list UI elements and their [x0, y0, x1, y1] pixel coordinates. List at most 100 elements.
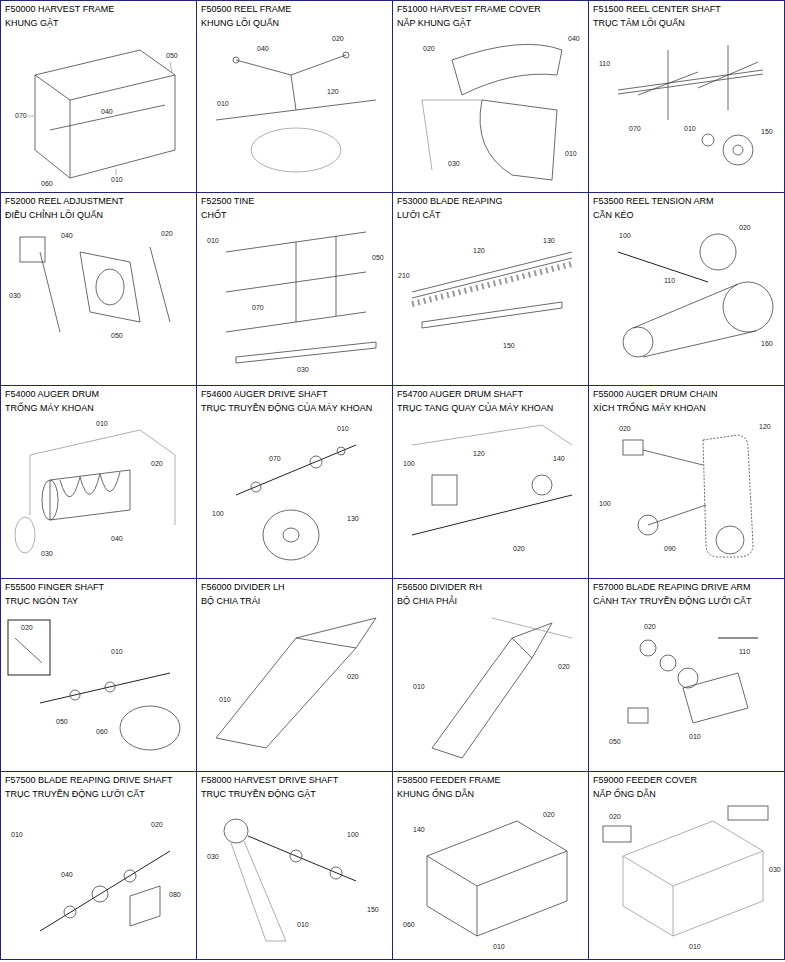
callout-number: 010 [336, 425, 350, 433]
part-code-title: F58000 HARVEST DRIVE SHAFT [201, 774, 392, 786]
callout-number: 120 [758, 423, 772, 431]
callout-number: 020 [150, 821, 164, 829]
part-code-title: F54600 AUGER DRIVE SHAFT [201, 388, 392, 400]
catalog-cell: F53500 REEL TENSION ARMCẦN KÉO [588, 192, 785, 386]
vietnamese-title: XÍCH TRỐNG MÁY KHOAN [593, 402, 784, 414]
vietnamese-title: LƯỠI CẮT [397, 209, 588, 221]
part-code-title: F50000 HARVEST FRAME [5, 3, 196, 15]
callout-number: 110 [598, 60, 611, 68]
part-code-title: F51500 REEL CENTER SHAFT [593, 3, 784, 15]
part-code-title: F53500 REEL TENSION ARM [593, 195, 784, 207]
callout-number: 140 [552, 455, 566, 463]
part-code-title: F54700 AUGER DRUM SHAFT [397, 388, 588, 400]
callout-number: 040 [60, 871, 74, 879]
callout-number: 090 [663, 545, 677, 553]
callout-number: 050 [165, 52, 179, 60]
catalog-cell: F51000 HARVEST FRAME COVERNẮP KHUNG GẶT [392, 0, 589, 193]
catalog-cell: F54600 AUGER DRIVE SHAFT TRỤC TRUYỀN ĐỘNG… [196, 385, 393, 579]
part-code-title: F59000 FEEDER COVER [593, 774, 784, 786]
vietnamese-title: TRỤC TRUYỀN ĐỘNG GẶT [201, 788, 392, 800]
catalog-cell: F50500 REEL FRAMEKHUNG LỖI QUẤN [196, 0, 393, 193]
callout-number: 120 [472, 450, 486, 458]
callout-number: 020 [557, 663, 571, 671]
callout-number: 100 [346, 831, 360, 839]
callout-number: 020 [422, 45, 436, 53]
harvest-frame-cover-drawing [422, 44, 562, 180]
callout-number: 070 [268, 455, 282, 463]
part-code-title: F53000 BLADE REAPING [397, 195, 588, 207]
vietnamese-title: BỘ CHIA TRÁI [201, 595, 392, 607]
callout-number: 100 [598, 500, 612, 508]
part-code-title: F56000 DIVIDER LH [201, 581, 392, 593]
vietnamese-title: TRỤC TRUYỀN ĐỘNG LƯỠI CẮT [5, 788, 196, 800]
callout-number: 100 [402, 460, 416, 468]
callout-number: 010 [110, 648, 124, 656]
callout-number: 050 [608, 738, 622, 746]
part-code-title: F52000 REEL ADJUSTMENT [5, 195, 196, 207]
catalog-cell: F52000 REEL ADJUSTMENTĐIỀU CHỈNH LỖI QUẤ… [0, 192, 197, 386]
vietnamese-title: TRỤC TRUYỀN ĐỘNG CỦA MÁY KHOAN [201, 402, 392, 414]
part-code-title: F55500 FINGER SHAFT [5, 581, 196, 593]
part-code-title: F52500 TINE [201, 195, 392, 207]
callout-number: 050 [110, 332, 124, 340]
callout-number: 160 [760, 340, 774, 348]
divider-lh-drawing [216, 618, 376, 748]
callout-number: 020 [608, 813, 622, 821]
callout-number: 020 [346, 673, 360, 681]
callout-number: 010 [492, 943, 506, 951]
vietnamese-title: TRỐNG MÁY KHOAN [5, 402, 196, 414]
callout-number: 100 [618, 232, 632, 240]
callout-number: 020 [512, 545, 526, 553]
auger-drum-drawing [15, 430, 175, 553]
callout-number: 050 [371, 254, 385, 262]
part-code-title: F55000 AUGER DRUM CHAIN [593, 388, 784, 400]
callout-number: 010 [412, 683, 426, 691]
callout-number: 100 [211, 510, 225, 518]
callout-number: 070 [14, 112, 28, 120]
callout-number: 150 [366, 906, 380, 914]
finger-shaft-drawing [8, 620, 180, 750]
callout-number: 040 [60, 232, 74, 240]
catalog-cell: F56500 DIVIDER RHBỘ CHIA PHẢI [392, 578, 589, 772]
callout-number: 020 [618, 425, 632, 433]
vietnamese-title: KHUNG ỐNG DẪN [397, 788, 588, 800]
vietnamese-title: TRỤC NGÓN TAY [5, 595, 196, 607]
part-code-title: F58500 FEEDER FRAME [397, 774, 588, 786]
catalog-cell: F52500 TINE CHỐT [196, 192, 393, 386]
tine-drawing [226, 232, 376, 363]
catalog-cell: F56000 DIVIDER LH BỘ CHIA TRÁI [196, 578, 393, 772]
callout-number: 040 [567, 35, 581, 43]
callout-number: 130 [346, 515, 360, 523]
callout-number: 020 [738, 224, 752, 232]
callout-number: 040 [110, 535, 124, 543]
callout-number: 020 [150, 460, 164, 468]
vietnamese-title: TRỤC TÂM LỖI QUẤN [593, 17, 784, 29]
callout-number: 010 [10, 831, 24, 839]
callout-number: 110 [738, 648, 751, 656]
callout-number: 030 [447, 160, 461, 168]
callout-number: 070 [628, 125, 642, 133]
callout-number: 010 [206, 237, 220, 245]
blade-reaping-drive-shaft-drawing [40, 851, 170, 931]
callout-number: 020 [20, 624, 34, 632]
catalog-cell: F50000 HARVEST FRAMEKHUNG GẶT [0, 0, 197, 193]
callout-number: 210 [397, 272, 411, 280]
reel-center-shaft-drawing [618, 45, 763, 165]
catalog-cell: F55500 FINGER SHAFT TRỤC NGÓN TAY [0, 578, 197, 772]
vietnamese-title: KHUNG LỖI QUẤN [201, 17, 392, 29]
callout-number: 050 [55, 718, 69, 726]
callout-number: 010 [564, 150, 578, 158]
callout-number: 080 [168, 891, 182, 899]
part-code-title: F57500 BLADE REAPING DRIVE SHAFT [5, 774, 196, 786]
vietnamese-title: NẮP KHUNG GẶT [397, 17, 588, 29]
auger-drum-chain-drawing [623, 435, 753, 557]
callout-number: 140 [412, 826, 426, 834]
reel-frame-drawing [216, 52, 376, 172]
callout-number: 020 [160, 230, 174, 238]
part-code-title: F54000 AUGER DRUM [5, 388, 196, 400]
part-code-title: F57000 BLADE REAPING DRIVE ARM [593, 581, 784, 593]
catalog-cell: F55000 AUGER DRUM CHAIN XÍCH TRỐNG MÁY KH… [588, 385, 785, 579]
callout-number: 030 [768, 866, 782, 874]
callout-number: 060 [40, 180, 54, 188]
vietnamese-title: CHỐT [201, 209, 392, 221]
